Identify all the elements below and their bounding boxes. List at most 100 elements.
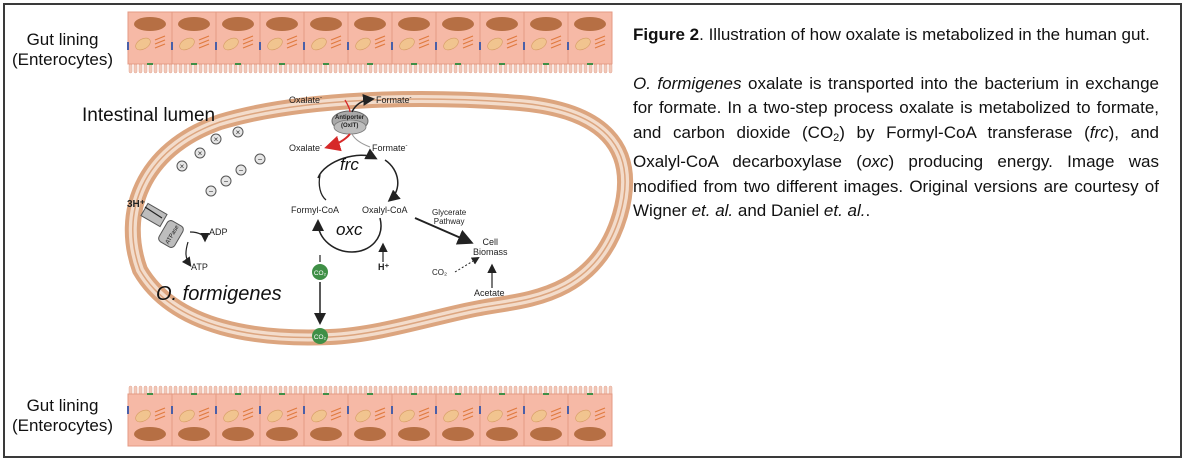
endoplasmic-reticulum [418,35,430,49]
membrane-marker [455,393,461,395]
microvillus [558,63,563,74]
endoplasmic-reticulum [462,35,474,49]
microvillus [258,63,263,74]
caption-text5: and Daniel [733,201,824,220]
microvillus [533,63,538,74]
membrane-marker [235,393,241,395]
mitochondrion [179,37,195,51]
oxc-enzyme-label: oxc [336,220,363,239]
membrane-marker [411,63,417,65]
co2-dashed-arrow [454,256,480,273]
nucleus [222,427,254,441]
svg-text:×: × [180,162,185,171]
membrane-marker [543,393,549,395]
microvillus [293,63,298,74]
caption-italic-oxc: oxc [861,152,889,171]
mitochondrion [399,37,415,51]
caption-text1: oxalate is transported into the bacteriu… [633,73,1159,142]
co2-circle-inner: CO₂ [312,264,328,280]
microvillus [298,63,303,74]
microvillus [503,63,508,74]
formate-out-arrow [351,93,375,113]
figure-frame [3,3,1182,458]
tight-junction [259,42,261,50]
microvillus [418,63,423,74]
glycerate-arrow [414,217,474,245]
microvillus [498,63,503,74]
microvillus [413,63,418,74]
caption-period: . [865,201,871,220]
microvillus [408,63,413,74]
microvillus [188,63,193,74]
caption-body: O. formigenes oxalate is transported int… [633,72,1159,224]
microvillus [463,63,468,74]
microvillus [213,63,218,74]
microvillus [438,63,443,74]
mitochondrion [179,409,195,423]
microvillus [553,63,558,74]
microvillus [428,63,433,74]
mitochondrion [575,409,591,423]
antiporter-label: Antiporter [335,115,364,121]
membrane-marker [191,63,197,65]
endoplasmic-reticulum [550,407,562,421]
microvillus [523,63,528,74]
membrane-marker [279,63,285,65]
h-out-line [144,206,163,219]
microvillus [343,63,348,74]
microvillus [468,63,473,74]
caption-text4: ) producing energy. Image was modified f… [633,152,1159,220]
microvillus [173,63,178,74]
microvillus [483,63,488,74]
mitochondrion [223,37,239,51]
endoplasmic-reticulum [154,35,166,49]
mitochondrion [135,37,151,51]
nucleus [442,17,474,31]
microvillus [248,63,253,74]
microvillus [528,63,533,74]
membrane-marker [235,63,241,65]
species-label: O. formigenes [156,283,282,305]
formate-out-label: Formate- [376,95,412,105]
mitochondrion [443,409,459,423]
mitochondrion [575,37,591,51]
microvillus [453,63,458,74]
oxalate-out-text: Oxalate [289,95,321,105]
tight-junction [523,42,525,50]
microvillus [168,63,173,74]
oxalate-in-red-arrow [324,133,351,152]
svg-text:−: − [224,177,229,186]
endoplasmic-reticulum [462,407,474,421]
tight-junction [127,406,129,414]
endoplasmic-reticulum [198,35,210,49]
caption-subscript: 2 [833,131,840,144]
microvillus [563,63,568,74]
mitochondrion [267,37,283,51]
microvillus [198,63,203,74]
membrane-marker [147,393,153,395]
nucleus [354,17,386,31]
tight-junction [435,406,437,414]
caption-title-rest: . Illustration of how oxalate is metabol… [699,25,1150,44]
microvillus [433,63,438,74]
microvillus [393,63,398,74]
microvillus [208,63,213,74]
ion-negative: − [205,185,217,197]
tight-junction [347,42,349,50]
caption-title-bold: Figure 2 [633,25,700,44]
endoplasmic-reticulum [330,35,342,49]
microvillus [378,63,383,74]
nucleus [310,427,342,441]
tight-junction [567,42,569,50]
mitochondrion [311,409,327,423]
nucleus [266,427,298,441]
microvillus [223,63,228,74]
endoplasmic-reticulum [594,35,606,49]
mitochondrion [531,409,547,423]
microvillus [448,63,453,74]
glycerate-line1: Glycerate [432,208,467,217]
microvillus [388,63,393,74]
nucleus [530,427,562,441]
microvillus [548,63,553,74]
